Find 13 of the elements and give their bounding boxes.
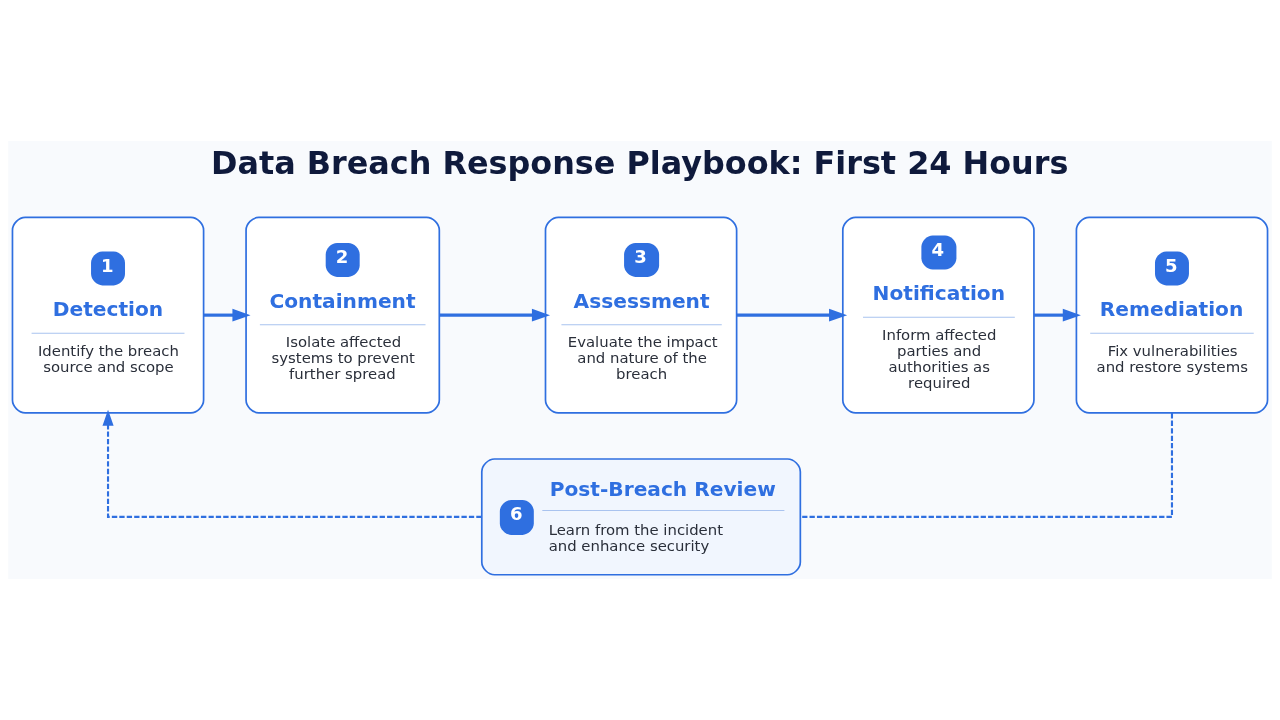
arrow [736,308,848,322]
node-box: 5 Remediation Fix vulnerabilities and restore systems [1075,216,1269,414]
node-box: 4 Notification Inform affected parties and authorities as required [841,216,1035,414]
arrow [439,308,550,322]
node-box: 1 Detection Identify the breach source and scope [11,216,205,414]
diagram-title: Data Breach Response Playbook: First 24 Hours [211,143,1069,182]
node-box: 6 Post-Breach Review Learn from the incident and enhance security [480,458,802,576]
arrow [203,308,251,322]
node-box: 3 Assessment Evaluate the impact and nature of the breach [544,216,738,414]
connector [800,413,1174,518]
arrow [1034,308,1081,322]
arrow [102,409,482,518]
node-box: 2 Containment Isolate affected systems to prevent further spread [245,216,441,414]
